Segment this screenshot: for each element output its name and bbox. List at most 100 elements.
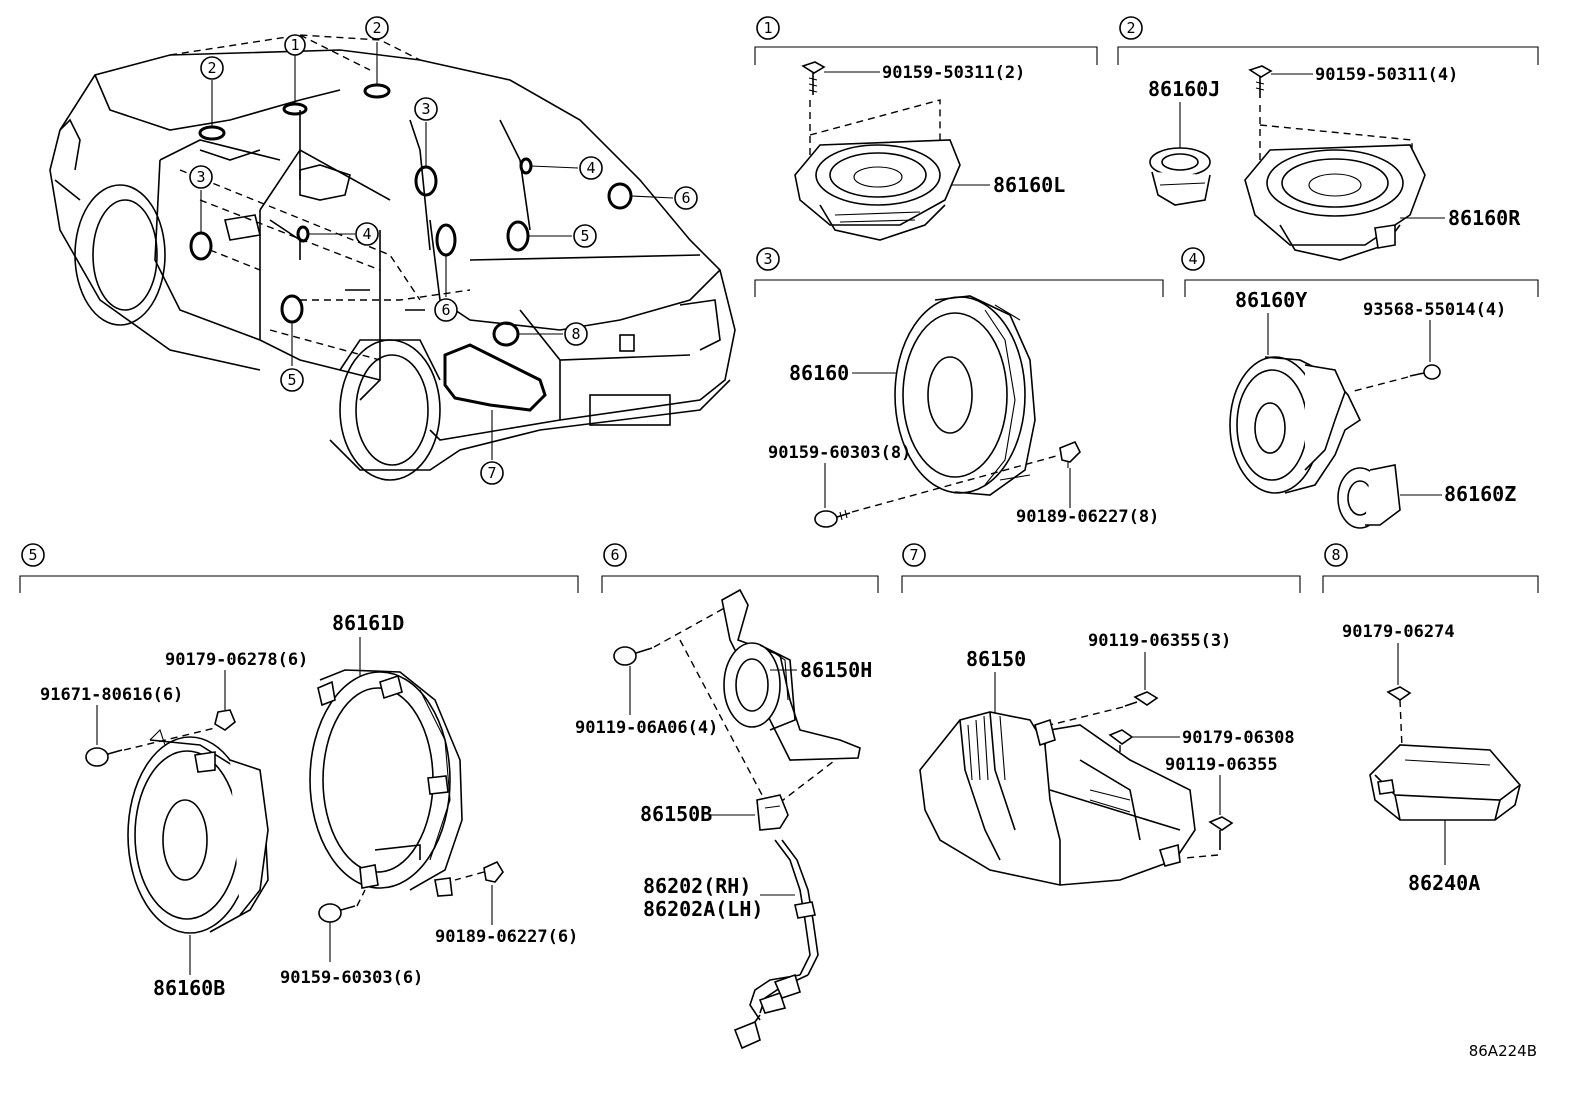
car-callout-6b: 6 [674, 186, 698, 210]
group-1: 1 90159-50311(2) 86160L [754, 16, 1098, 241]
part-86161D: 86161D [332, 611, 404, 635]
tweeter-86160J [1149, 147, 1211, 206]
svg-text:5: 5 [287, 371, 296, 389]
part-90159-50311-4: 90159-50311(4) [1315, 65, 1458, 85]
screw-icon [1124, 691, 1159, 707]
car-callout-5a: 5 [280, 368, 304, 392]
part-86160Z: 86160Z [1444, 482, 1516, 506]
group-4-number: 4 [1188, 250, 1197, 268]
screw-icon [801, 61, 826, 95]
part-86150H: 86150H [800, 658, 872, 682]
svg-text:7: 7 [487, 464, 496, 482]
part-90119-06355: 90119-06355 [1165, 755, 1278, 775]
part-90159-50311-2: 90159-50311(2) [882, 63, 1025, 83]
screw-icon [1208, 816, 1234, 850]
tweeter-86160Z [1337, 464, 1401, 529]
group-5: 5 86161D 90179-06278(6) 91671-80616(6) 8… [19, 543, 579, 1000]
speaker-86160 [894, 295, 1036, 496]
group-8-number: 8 [1331, 546, 1340, 564]
svg-text:3: 3 [196, 168, 205, 186]
svg-text:1: 1 [290, 36, 299, 54]
group-5-number: 5 [28, 546, 37, 564]
group-4: 4 86160Y 93568-55014(4) 86160Z [1181, 247, 1539, 529]
screw-icon [1409, 364, 1441, 380]
part-90159-60303-6: 90159-60303(6) [280, 968, 423, 988]
group-6-number: 6 [610, 546, 619, 564]
screw-icon [1248, 65, 1273, 98]
part-86202A-LH: 86202A(LH) [643, 897, 763, 921]
svg-text:2: 2 [372, 19, 381, 37]
group-3: 3 86160 90159-60303(8) 90189-06227(8) [754, 247, 1164, 528]
group-2-number: 2 [1126, 19, 1135, 37]
nut-icon [214, 709, 236, 731]
svg-text:3: 3 [421, 100, 430, 118]
part-90179-06308: 90179-06308 [1182, 728, 1295, 748]
part-90119-06A06-4: 90119-06A06(4) [575, 718, 718, 738]
car-callout-8: 8 [564, 322, 588, 346]
car-callout-4b: 4 [579, 156, 603, 180]
group-6: 6 90119-06A06(4) 86150H 86150B [575, 543, 879, 1050]
wire-harness-86202 [733, 839, 819, 1050]
part-86160Y: 86160Y [1235, 288, 1307, 312]
part-91671-80616-6: 91671-80616(6) [40, 685, 183, 705]
group-7-number: 7 [909, 546, 918, 564]
clip-icon [483, 860, 504, 883]
car-callout-2b: 2 [365, 16, 389, 40]
car-callout-3b: 3 [414, 97, 438, 121]
screw-icon [613, 646, 653, 666]
vehicle-callouts: 1 2 2 3 3 4 4 5 5 6 6 7 8 [189, 16, 698, 485]
part-86160R: 86160R [1448, 206, 1521, 230]
part-90189-06227-8: 90189-06227(8) [1016, 507, 1159, 527]
screw-icon [85, 747, 123, 767]
part-86150: 86150 [966, 647, 1026, 671]
part-86240A: 86240A [1408, 871, 1480, 895]
nut-icon [1108, 729, 1134, 745]
part-93568-55014-4: 93568-55014(4) [1363, 300, 1506, 320]
part-90179-06274: 90179-06274 [1342, 622, 1455, 642]
part-90119-06355-3: 90119-06355(3) [1088, 631, 1231, 651]
svg-text:6: 6 [681, 189, 690, 207]
part-86202-RH: 86202(RH) [643, 874, 751, 898]
svg-text:4: 4 [586, 159, 595, 177]
speaker-86160R [1244, 144, 1426, 261]
part-90179-06278-6: 90179-06278(6) [165, 650, 308, 670]
speaker-86160Y [1229, 356, 1362, 494]
svg-text:5: 5 [580, 227, 589, 245]
part-86160L: 86160L [993, 173, 1065, 197]
car-callout-7: 7 [480, 461, 504, 485]
group-3-number: 3 [763, 250, 772, 268]
clip-icon [1059, 440, 1081, 468]
group-1-number: 1 [763, 19, 772, 37]
part-90189-06227-6: 90189-06227(6) [435, 927, 578, 947]
part-86160: 86160 [789, 361, 849, 385]
car-callout-3a: 3 [189, 165, 213, 189]
car-callout-5b: 5 [573, 224, 597, 248]
svg-text:4: 4 [362, 225, 371, 243]
speaker-86160B [127, 728, 269, 934]
car-callout-4a: 4 [355, 222, 379, 246]
screw-icon [814, 509, 851, 528]
amplifier-86240A [1369, 744, 1521, 821]
screw-icon [318, 903, 356, 923]
car-callout-2a: 2 [200, 56, 224, 80]
nut-icon [1386, 686, 1412, 701]
svg-text:6: 6 [441, 301, 450, 319]
part-90159-60303-8: 90159-60303(8) [768, 443, 911, 463]
part-86160B: 86160B [153, 976, 225, 1000]
bracket-86161D [309, 669, 463, 897]
svg-text:2: 2 [207, 59, 216, 77]
diagram-code: 86A224B [1469, 1042, 1537, 1060]
tweeter-86150H [721, 588, 861, 761]
subwoofer-86150 [919, 711, 1196, 886]
group-7: 7 86150 90119-06355(3) 90179-06308 90119… [901, 543, 1301, 886]
group-2: 2 86160J 90159-50311(4) 86160R [1117, 16, 1539, 261]
car-callout-6a: 6 [434, 298, 458, 322]
vehicle-illustration [49, 34, 736, 481]
car-callout-1: 1 [284, 34, 306, 56]
connector-86150B [756, 794, 789, 831]
part-86160J: 86160J [1148, 77, 1220, 101]
speaker-86160L [794, 139, 961, 241]
part-86150B: 86150B [640, 802, 712, 826]
svg-text:8: 8 [571, 325, 580, 343]
